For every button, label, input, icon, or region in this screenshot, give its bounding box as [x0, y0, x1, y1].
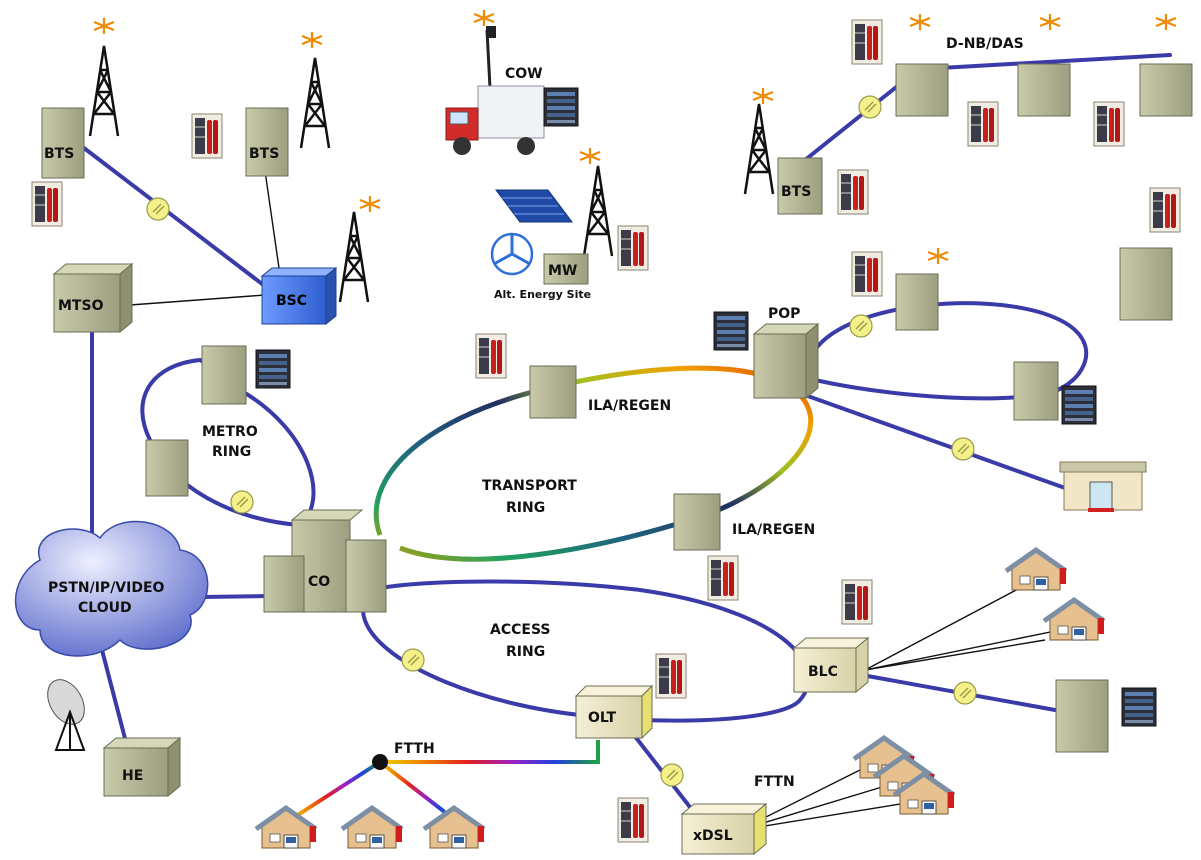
central-office[interactable]: CO — [263, 509, 387, 613]
cabinet-icon — [617, 225, 649, 271]
pop[interactable]: POP — [752, 306, 820, 400]
node-icon — [401, 648, 425, 672]
ftth-label: FTTH — [394, 741, 435, 757]
mtso[interactable]: MTSO — [52, 262, 134, 334]
fttn-label: FTTN — [754, 774, 795, 790]
cabinet-icon — [655, 653, 687, 699]
ila-regen-bottom-label: ILA/REGEN — [732, 522, 815, 538]
node-icon — [660, 763, 684, 787]
house-icon — [342, 808, 402, 848]
bts-right[interactable]: BTS — [743, 86, 823, 215]
links — [78, 53, 1172, 831]
metro-ring-label: METRO — [202, 424, 258, 440]
cabinet-icon — [841, 579, 873, 625]
alt-energy-site[interactable]: MW Alt. Energy Site — [490, 146, 614, 301]
pop-branch-site — [895, 246, 950, 331]
bts-mid-label: BTS — [249, 146, 279, 162]
dnb-das[interactable]: D-NB/DAS — [895, 12, 1193, 117]
cabinet-icon — [191, 113, 223, 159]
cabinet-icon — [707, 555, 739, 601]
building-icon — [1013, 361, 1059, 421]
cabinet-icon — [1149, 187, 1181, 233]
rack-icon — [255, 349, 291, 389]
node-icon — [953, 681, 977, 705]
cabinet-icon — [31, 181, 63, 227]
co-label: CO — [308, 574, 330, 590]
cloud-label: PSTN/IP/VIDEO — [48, 580, 165, 596]
building-icon — [201, 345, 247, 405]
blc-label: BLC — [808, 664, 838, 680]
transport-ring-label: TRANSPORT — [482, 478, 577, 494]
pstn-ip-video-cloud[interactable]: PSTN/IP/VIDEO CLOUD — [14, 520, 209, 657]
node-icon — [951, 437, 975, 461]
rack-icon — [713, 311, 749, 351]
storefront-icon — [1059, 461, 1147, 512]
ila-regen-bottom[interactable]: ILA/REGEN — [673, 493, 815, 551]
dnb-das-label: D-NB/DAS — [946, 36, 1024, 52]
transport-ring-label-2: RING — [506, 500, 545, 516]
mtso-label: MTSO — [58, 298, 104, 314]
rack-icon — [543, 87, 579, 127]
xdsl-label: xDSL — [693, 828, 733, 844]
rack-icon — [1121, 687, 1157, 727]
node-icon — [146, 197, 170, 221]
access-ring-label: ACCESS — [490, 622, 550, 638]
house-icon — [1006, 550, 1066, 590]
cabinet-icon — [1093, 101, 1125, 147]
rack-icon — [1061, 385, 1097, 425]
olt[interactable]: OLT — [574, 684, 654, 740]
metro-ring-label-2: RING — [212, 444, 251, 460]
he-label: HE — [122, 768, 143, 784]
bsc[interactable]: BSC — [260, 194, 382, 326]
building-icon — [145, 439, 189, 497]
mw-label: MW — [548, 263, 577, 279]
pop-label: POP — [768, 306, 800, 322]
cloud-label-2: CLOUD — [78, 600, 132, 616]
house-icon — [424, 808, 484, 848]
bts-left[interactable]: BTS — [41, 16, 120, 179]
xdsl[interactable]: xDSL — [680, 802, 768, 856]
node-icon — [230, 490, 254, 514]
house-icon — [256, 808, 316, 848]
cabinet-icon — [851, 19, 883, 65]
building-icon — [1119, 247, 1173, 321]
house-icon — [1044, 600, 1104, 640]
bts-mid[interactable]: BTS — [245, 30, 331, 177]
blc[interactable]: BLC — [792, 636, 870, 694]
cow[interactable]: COW — [445, 8, 545, 155]
olt-label: OLT — [588, 710, 617, 726]
cabinet-icon — [475, 333, 507, 379]
cow-label: COW — [505, 66, 543, 82]
ila-regen-top[interactable]: ILA/REGEN — [529, 365, 671, 419]
bsc-label: BSC — [276, 293, 307, 309]
ila-regen-top-label: ILA/REGEN — [588, 398, 671, 414]
node-icon — [849, 314, 873, 338]
cabinet-icon — [617, 797, 649, 843]
cabinet-icon — [837, 169, 869, 215]
building-icon — [1055, 679, 1109, 753]
bts-left-label: BTS — [44, 146, 74, 162]
bts-right-label: BTS — [781, 184, 811, 200]
node-icon — [858, 95, 882, 119]
head-end[interactable]: HE — [40, 673, 182, 798]
cabinet-icon — [851, 251, 883, 297]
access-ring-label-2: RING — [506, 644, 545, 660]
cabinet-icon — [967, 101, 999, 147]
alt-energy-label: Alt. Energy Site — [494, 288, 591, 301]
